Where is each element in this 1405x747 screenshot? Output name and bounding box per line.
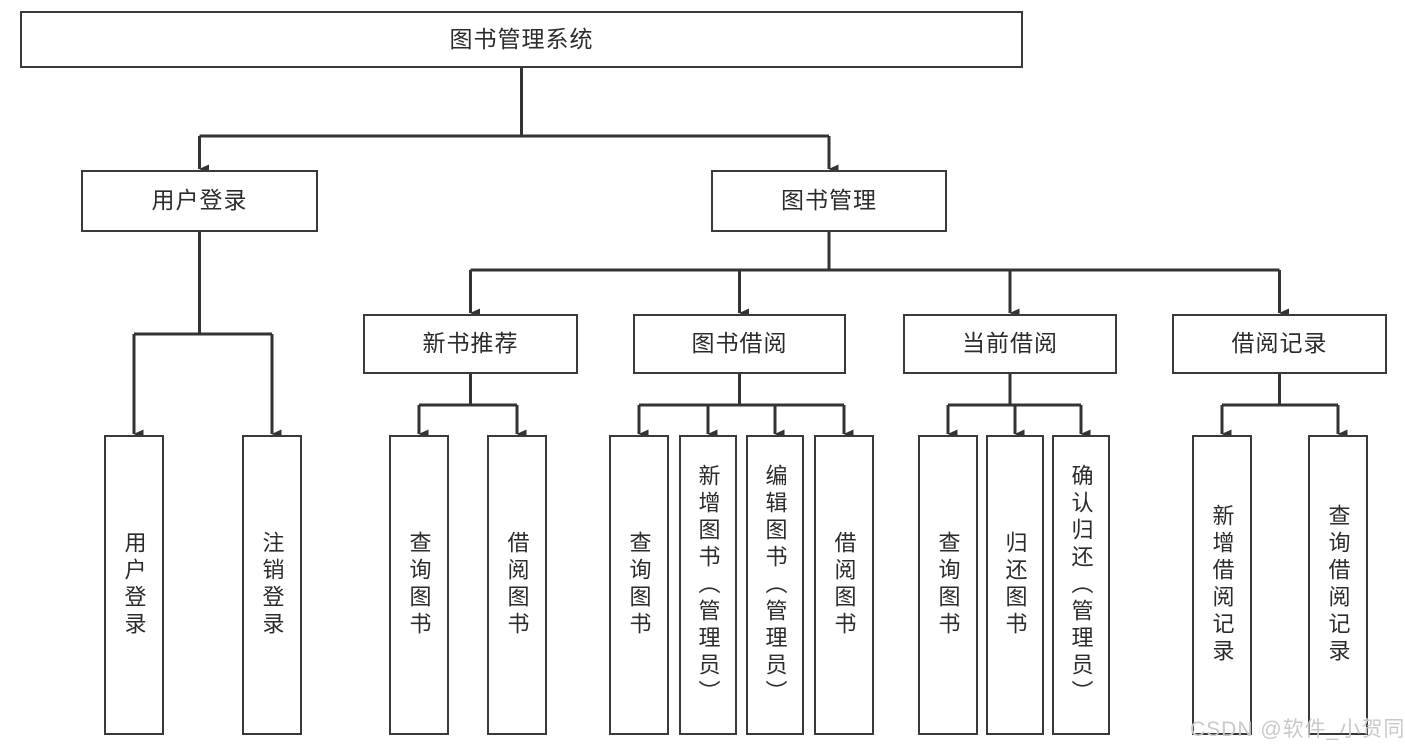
node-label: 新增图书（管理员） — [695, 463, 721, 707]
node-label: 图书管理系统 — [449, 25, 594, 52]
node-label: 借阅记录 — [1231, 330, 1328, 357]
node-book-manage[interactable]: 图书管理 — [711, 170, 947, 232]
node-label: 当前借阅 — [962, 330, 1058, 357]
node-user-login[interactable]: 用户登录 — [81, 170, 318, 232]
node-label: 确认归还（管理员） — [1068, 463, 1094, 707]
node-leaf-return-book[interactable]: 归还图书 — [986, 435, 1044, 735]
node-label: 新书推荐 — [422, 330, 519, 357]
node-leaf-edit-book[interactable]: 编辑图书（管理员） — [746, 435, 804, 735]
node-leaf-query-record[interactable]: 查询借阅记录 — [1308, 435, 1368, 735]
node-new-book-rec[interactable]: 新书推荐 — [363, 314, 578, 374]
node-leaf-borrow-book-1[interactable]: 借阅图书 — [487, 435, 547, 735]
node-label: 注销登录 — [259, 531, 285, 639]
node-book-borrow[interactable]: 图书借阅 — [633, 314, 846, 374]
node-borrow-record[interactable]: 借阅记录 — [1172, 314, 1387, 374]
node-root[interactable]: 图书管理系统 — [20, 11, 1023, 68]
node-leaf-query-book-1[interactable]: 查询图书 — [389, 435, 449, 735]
node-label: 新增借阅记录 — [1209, 504, 1235, 666]
node-current-borrow[interactable]: 当前借阅 — [903, 314, 1117, 374]
node-label: 查询图书 — [626, 531, 652, 639]
node-leaf-logout[interactable]: 注销登录 — [242, 435, 302, 735]
node-label: 查询图书 — [935, 531, 961, 639]
node-label: 借阅图书 — [504, 531, 530, 639]
node-leaf-query-book-2[interactable]: 查询图书 — [609, 435, 669, 735]
node-label: 用户登录 — [121, 531, 147, 639]
node-leaf-add-record[interactable]: 新增借阅记录 — [1192, 435, 1252, 735]
node-label: 借阅图书 — [831, 531, 857, 639]
node-label: 编辑图书（管理员） — [762, 463, 788, 707]
node-label: 图书借阅 — [691, 330, 788, 357]
node-label: 查询借阅记录 — [1325, 504, 1351, 666]
node-leaf-user-login[interactable]: 用户登录 — [104, 435, 164, 735]
node-leaf-borrow-book-2[interactable]: 借阅图书 — [814, 435, 874, 735]
node-leaf-query-book-3[interactable]: 查询图书 — [918, 435, 978, 735]
node-label: 归还图书 — [1002, 531, 1028, 639]
node-label: 图书管理 — [781, 187, 877, 214]
node-leaf-add-book[interactable]: 新增图书（管理员） — [679, 435, 737, 735]
node-label: 查询图书 — [406, 531, 432, 639]
node-label: 用户登录 — [151, 187, 248, 214]
node-leaf-confirm-return[interactable]: 确认归还（管理员） — [1052, 435, 1110, 735]
